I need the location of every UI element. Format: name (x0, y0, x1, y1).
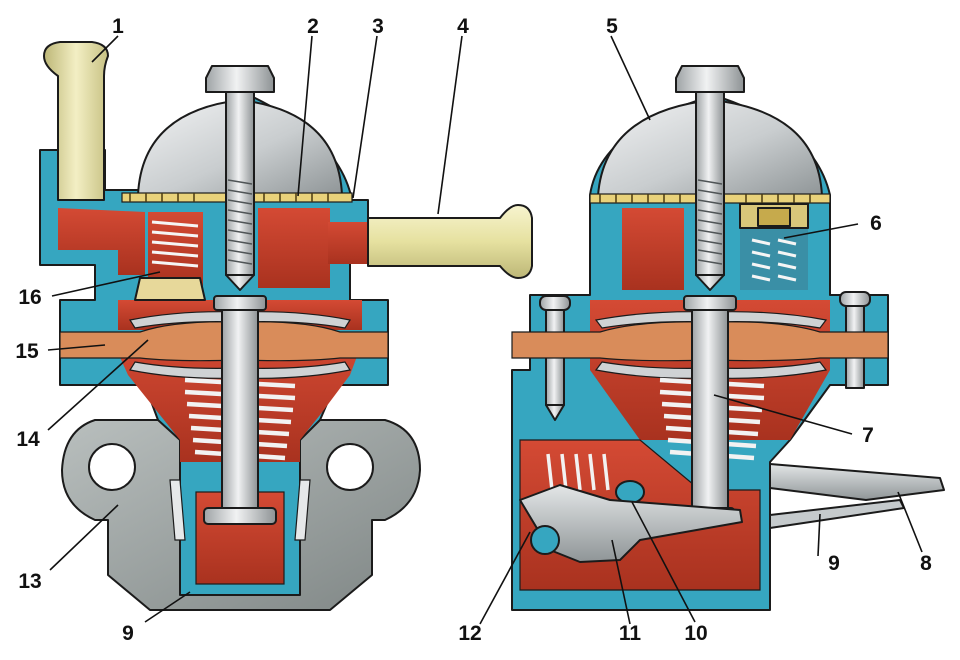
callout-5: 5 (606, 15, 618, 38)
pullrod-left (221, 299, 259, 513)
mounting-hole-right (326, 443, 374, 491)
bolt-thread-right (697, 179, 723, 265)
lever-arm-9 (769, 499, 905, 529)
callout-9-right: 9 (828, 552, 840, 575)
rod-nut-right (683, 295, 737, 311)
outlet-fitting (367, 204, 533, 279)
callout-7: 7 (862, 424, 874, 447)
valve-spring-right (751, 238, 797, 282)
callout-14: 14 (16, 428, 40, 451)
valve-spring-left (151, 220, 199, 268)
callout-13: 13 (18, 570, 41, 593)
callout-15: 15 (15, 340, 39, 363)
valve-body-left (134, 277, 206, 301)
outlet-port (328, 222, 368, 264)
drive-lever (519, 484, 743, 563)
manual-cam (615, 480, 645, 504)
inlet-chamber (58, 208, 145, 275)
lever-return-spring (546, 453, 610, 491)
inlet-fitting (43, 41, 109, 201)
filter-mesh-left (129, 193, 329, 202)
bolt-thread-left (227, 179, 253, 265)
callout-10: 10 (684, 622, 707, 645)
rod-foot-left (203, 507, 277, 525)
callout-8: 8 (920, 552, 932, 575)
bolt-tip-left (225, 274, 255, 291)
left-pump-view (39, 41, 533, 611)
mounting-hole-left (88, 443, 136, 491)
callout-16: 16 (18, 286, 41, 309)
callout-11: 11 (619, 622, 642, 645)
bolt-tip-right (695, 274, 725, 291)
callout-12: 12 (458, 622, 481, 645)
callout-labels: 1 2 3 4 5 6 7 8 9 9 10 11 12 13 14 15 16 (15, 15, 932, 645)
callout-3: 3 (372, 15, 384, 38)
callout-4: 4 (457, 15, 469, 38)
callout-6: 6 (870, 212, 882, 235)
callout-leaders (47, 35, 923, 625)
filter-mesh-right (599, 194, 811, 203)
pump-chamber-right (622, 208, 684, 290)
callout-9-left: 9 (122, 622, 134, 645)
bolt-head-right (675, 65, 745, 93)
bolt-head-left (205, 65, 275, 93)
pullrod-right (691, 299, 729, 513)
lever-guide-left (169, 479, 311, 541)
lever-pivot (530, 525, 560, 555)
callout-1: 1 (112, 15, 124, 38)
outlet-chamber (258, 208, 330, 288)
right-pump-view (511, 65, 945, 611)
valve-cap-right (757, 207, 791, 227)
callout-2: 2 (307, 15, 319, 38)
rod-nut-left (213, 295, 267, 311)
valve-chamber-right (740, 222, 808, 290)
external-lever (769, 463, 945, 501)
